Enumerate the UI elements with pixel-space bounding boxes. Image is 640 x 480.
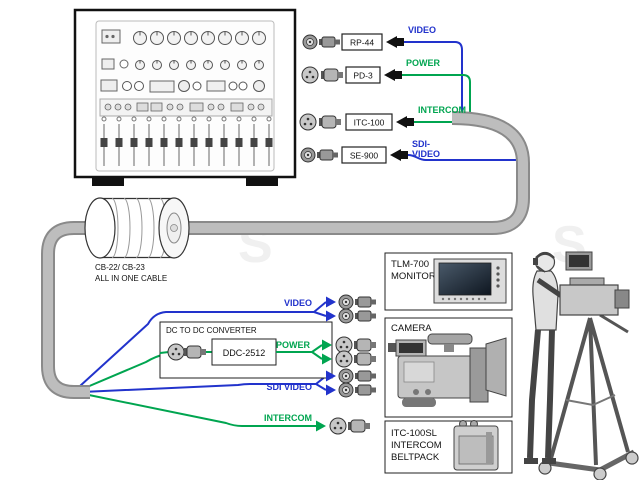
headset-icon (535, 252, 555, 259)
xlr-plug-icon (320, 68, 344, 82)
branch-intercom: INTERCOM (264, 413, 371, 435)
top-row-intercom: ITC-100 INTERCOM (299, 105, 466, 131)
knob-row (101, 58, 264, 70)
model-label-box (345, 66, 381, 84)
model-label-box (341, 146, 387, 164)
cable-plug-arrow-icon (386, 36, 404, 48)
cable-plug-arrow-icon (396, 116, 414, 128)
sdi-line-top (407, 154, 517, 161)
power-line-in-box (159, 351, 170, 354)
model-label-box (345, 113, 393, 131)
camera-illustration (388, 333, 507, 407)
signal-label-intercom: INTERCOM (418, 105, 466, 115)
ddc-model-label: DDC-2512 (223, 348, 266, 358)
camera-operator-illustration (524, 251, 639, 480)
camera-label: CAMERA (391, 323, 432, 334)
branch-video: VIDEO (284, 294, 377, 324)
video-line-bottom (79, 301, 327, 387)
bnc-plug-icon (318, 36, 341, 48)
bnc-connector-icon (302, 34, 318, 50)
control-row (100, 79, 265, 93)
monitor-device: TLM-700 MONITOR (384, 252, 513, 311)
xlr-plug-icon (353, 352, 377, 366)
xlr-plug-icon (318, 115, 342, 129)
mixer-foot (246, 177, 278, 186)
cable-label-line1: CB-22/ CB-23 (95, 263, 145, 272)
power-line-top (402, 74, 471, 116)
xlr-plug-icon (347, 419, 371, 433)
blue-arrow-icon (326, 384, 336, 396)
green-arrow-icon (316, 420, 326, 432)
bnc-connector-icon (338, 368, 354, 384)
mixer-foot (92, 177, 124, 186)
xlr-connector-icon (329, 417, 347, 435)
cable-plug-arrow-icon (384, 69, 402, 81)
blue-arrow-icon (326, 310, 336, 322)
branch-label-power: POWER (276, 340, 311, 350)
bnc-connector-icon (338, 382, 354, 398)
signal-label-power: POWER (406, 58, 441, 68)
power-inlet-icon (101, 29, 121, 44)
signal-label-sdi-line2: VIDEO (412, 149, 440, 159)
dc-converter-title: DC TO DC CONVERTER (166, 326, 257, 335)
model-label: RP-44 (350, 37, 374, 47)
mixer-unit (73, 8, 297, 186)
beltpack-label-line1: ITC-100SL (391, 428, 437, 439)
signal-label-video: VIDEO (408, 25, 436, 35)
xlr-connector-icon (335, 350, 353, 368)
model-label: PD-3 (353, 70, 373, 80)
bnc-connector-icon (338, 294, 354, 310)
intercom-line-bottom (83, 393, 316, 427)
power-line-out (276, 344, 323, 360)
branch-label-video: VIDEO (284, 298, 312, 308)
model-label: SE-900 (350, 150, 379, 160)
monitor-illustration (433, 258, 507, 304)
cable-label-line2: ALL IN ONE CABLE (95, 274, 167, 283)
cable-plug-arrow-icon (390, 149, 408, 161)
dc-converter: DC TO DC CONVERTER DDC-2512 (159, 321, 333, 379)
xlr-connector-icon (299, 113, 317, 131)
xlr-connector-icon (167, 343, 185, 361)
branch-sdi: SDI VIDEO (266, 368, 377, 398)
bnc-plug-icon (354, 370, 377, 382)
bnc-plug-icon (316, 149, 339, 161)
bnc-connector-icon (338, 308, 354, 324)
all-in-one-cable-trunk (41, 111, 530, 399)
xlr-connector-icon (301, 66, 319, 84)
camera-device: CAMERA (384, 317, 513, 418)
ddc-2512-box (211, 338, 277, 366)
branch-label-sdi: SDI VIDEO (266, 382, 312, 392)
bnc-plug-icon (354, 310, 377, 322)
branch-power: POWER (276, 336, 377, 368)
bnc-plug-icon (354, 384, 377, 396)
monitor-label-line1: TLM-700 (391, 259, 429, 270)
beltpack-label-line3: BELTPACK (391, 452, 440, 463)
cable-spool: CB-22/ CB-23 ALL IN ONE CABLE (84, 197, 190, 283)
branch-label-intercom: INTERCOM (264, 413, 312, 423)
video-line-top (404, 41, 463, 116)
bnc-connector-icon (300, 147, 316, 163)
bnc-plug-icon (354, 296, 377, 308)
model-label: ITC-100 (354, 117, 385, 127)
power-line-bottom (79, 353, 167, 391)
connector-strip (99, 98, 273, 117)
signal-lines-bottom (79, 301, 327, 427)
top-row-power: PD-3 POWER (301, 58, 441, 84)
top-row-sdi: SE-900 SDI- VIDEO (300, 139, 440, 164)
blue-arrow-icon (326, 296, 336, 308)
beltpack-device: ITC-100SL INTERCOM BELTPACK (384, 420, 513, 474)
signal-label-sdi-line1: SDI- (412, 139, 430, 149)
beltpack-illustration (453, 420, 499, 471)
beltpack-label-line2: INTERCOM (391, 440, 442, 451)
xlr-plug-icon (353, 338, 377, 352)
top-row-video: RP-44 VIDEO (302, 25, 436, 51)
model-label-box (341, 33, 383, 51)
monitor-label-line2: MONITOR (391, 271, 436, 282)
